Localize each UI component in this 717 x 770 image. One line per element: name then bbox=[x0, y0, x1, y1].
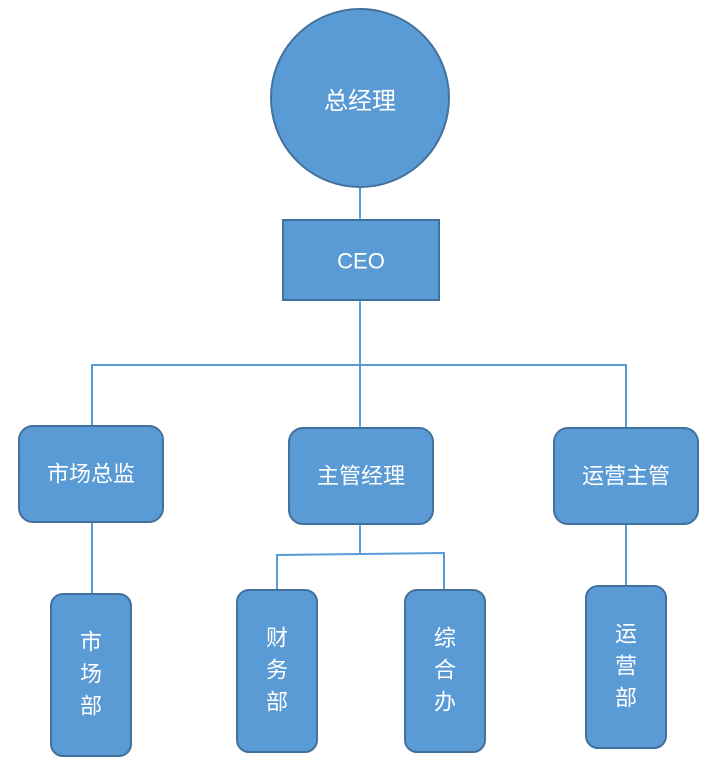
general-office-char-1: 综 bbox=[434, 627, 456, 652]
marketing-dept-char-1: 市 bbox=[80, 631, 102, 656]
node-marketing-director: 市场总监 bbox=[18, 425, 164, 523]
marketing-dept-box bbox=[50, 593, 132, 757]
general-office-box bbox=[404, 589, 486, 753]
general-office-char-3: 办 bbox=[434, 691, 456, 716]
node-ceo: CEO bbox=[282, 219, 440, 301]
finance-dept-char-3: 部 bbox=[266, 691, 288, 716]
ceo-box bbox=[282, 219, 440, 301]
node-operations-supervisor: 运营主管 bbox=[553, 427, 699, 525]
supervising-manager-label: 主管经理 bbox=[317, 465, 405, 490]
operations-dept-char-1: 运 bbox=[615, 623, 637, 648]
marketing-director-box bbox=[18, 425, 164, 523]
node-finance-dept: 财 务 部 bbox=[236, 589, 318, 753]
node-supervising-manager: 主管经理 bbox=[288, 427, 434, 525]
marketing-dept-char-2: 场 bbox=[80, 663, 102, 688]
supervising-manager-box bbox=[288, 427, 434, 525]
operations-supervisor-box bbox=[553, 427, 699, 525]
marketing-dept-char-3: 部 bbox=[80, 695, 102, 720]
operations-dept-char-2: 营 bbox=[615, 655, 637, 680]
general-office-char-2: 合 bbox=[434, 659, 456, 684]
node-general-manager: 总经理 bbox=[270, 8, 450, 188]
finance-dept-char-2: 务 bbox=[266, 659, 288, 684]
node-operations-dept: 运 营 部 bbox=[585, 585, 667, 749]
connectors bbox=[91, 188, 627, 594]
connector-level3-bus bbox=[276, 551, 445, 590]
marketing-director-label: 市场总监 bbox=[47, 463, 135, 488]
operations-dept-box bbox=[585, 585, 667, 749]
general-manager-circle bbox=[270, 8, 450, 188]
node-marketing-dept: 市 场 部 bbox=[50, 593, 132, 757]
finance-dept-char-1: 财 bbox=[266, 627, 288, 652]
finance-dept-box bbox=[236, 589, 318, 753]
operations-dept-char-3: 部 bbox=[615, 687, 637, 712]
node-general-office: 综 合 办 bbox=[404, 589, 486, 753]
connector-level2-bus bbox=[91, 364, 627, 428]
general-manager-label: 总经理 bbox=[324, 87, 396, 115]
ceo-label: CEO bbox=[337, 249, 385, 274]
operations-supervisor-label: 运营主管 bbox=[582, 465, 670, 490]
